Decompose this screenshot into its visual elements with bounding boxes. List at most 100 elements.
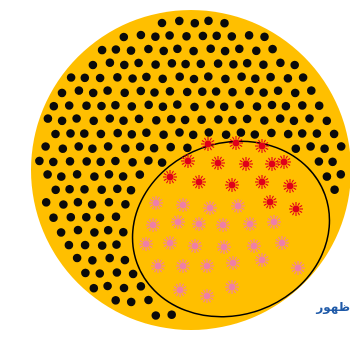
black-dot xyxy=(159,130,168,139)
black-dot xyxy=(173,45,182,54)
black-dot xyxy=(96,74,105,83)
black-dot xyxy=(144,45,153,54)
black-dot xyxy=(305,114,314,123)
black-dot xyxy=(274,86,283,95)
black-dot xyxy=(290,117,299,126)
black-dot xyxy=(299,73,308,82)
black-dot xyxy=(298,129,307,138)
black-dot xyxy=(284,130,293,139)
black-dot xyxy=(337,142,346,151)
black-dot xyxy=(89,89,98,98)
black-dot xyxy=(151,32,160,41)
black-dot xyxy=(167,310,176,319)
black-dot xyxy=(175,128,184,137)
black-dot xyxy=(112,45,121,54)
black-dot xyxy=(166,143,175,152)
black-dot xyxy=(59,144,68,153)
black-dot xyxy=(221,75,230,84)
black-dot xyxy=(103,282,112,291)
black-dot xyxy=(137,31,146,40)
black-dot xyxy=(175,72,184,81)
black-dot xyxy=(268,101,277,110)
caption-label: ظهور xyxy=(316,300,350,314)
black-dot xyxy=(245,87,254,96)
black-dot xyxy=(222,130,231,139)
black-dot xyxy=(111,157,120,166)
black-dot xyxy=(121,144,130,153)
black-dot xyxy=(323,117,332,126)
black-dot xyxy=(144,101,153,110)
black-dot xyxy=(182,32,191,41)
black-dot xyxy=(152,311,161,320)
black-dot xyxy=(105,254,114,263)
black-dot xyxy=(298,101,307,110)
black-dot xyxy=(190,103,199,112)
black-dot xyxy=(74,142,83,151)
black-dot xyxy=(197,60,206,69)
black-dot xyxy=(113,73,122,82)
black-dot xyxy=(97,130,106,139)
black-dot xyxy=(49,213,58,222)
black-dot xyxy=(251,130,260,139)
black-dot xyxy=(152,116,161,125)
black-dot xyxy=(136,170,145,179)
black-dot xyxy=(144,156,153,165)
black-dot xyxy=(214,115,223,124)
black-dot xyxy=(81,74,90,83)
black-dot xyxy=(96,158,105,167)
black-dot xyxy=(328,158,337,167)
black-dot xyxy=(90,172,99,181)
black-dot xyxy=(98,46,107,55)
black-dot xyxy=(198,87,207,96)
black-dot xyxy=(112,240,121,249)
black-dot xyxy=(142,73,151,82)
black-dot xyxy=(291,89,300,98)
black-dot xyxy=(44,114,53,123)
black-dot xyxy=(167,115,176,124)
black-dot xyxy=(82,157,91,166)
black-dot xyxy=(41,142,50,151)
black-dot xyxy=(128,74,137,83)
black-dot xyxy=(151,60,160,69)
black-dot xyxy=(59,200,68,209)
black-dot xyxy=(119,116,128,125)
black-dot xyxy=(315,157,324,166)
black-dot xyxy=(197,115,206,124)
black-dot xyxy=(181,60,190,69)
black-dot xyxy=(120,33,129,42)
black-dot xyxy=(127,186,136,195)
black-dot xyxy=(90,228,99,237)
black-dot xyxy=(189,131,198,140)
black-dot xyxy=(58,89,67,98)
black-dot xyxy=(88,144,97,153)
black-dot xyxy=(330,130,339,139)
black-dot xyxy=(65,241,74,250)
black-dot xyxy=(75,86,84,95)
black-dot xyxy=(121,256,130,265)
black-dot xyxy=(237,128,246,137)
black-dot xyxy=(57,228,66,237)
black-dot xyxy=(276,114,285,123)
black-dot xyxy=(81,241,90,250)
black-dot xyxy=(81,269,90,278)
black-dot xyxy=(260,116,269,125)
black-dot xyxy=(65,185,74,194)
black-dot xyxy=(243,59,252,68)
black-dot xyxy=(67,73,76,82)
black-dot xyxy=(212,32,221,41)
black-dot xyxy=(111,296,120,305)
black-dot xyxy=(97,185,106,194)
black-dot xyxy=(290,61,299,70)
black-dot xyxy=(228,88,237,97)
black-dot xyxy=(159,102,168,111)
black-dot xyxy=(127,298,136,307)
black-dot xyxy=(173,100,182,109)
black-dot xyxy=(284,74,293,83)
black-dot xyxy=(74,198,83,207)
black-dot xyxy=(88,200,97,209)
black-dot xyxy=(106,58,115,67)
black-dot xyxy=(228,32,237,41)
black-dot xyxy=(166,87,175,96)
black-dot xyxy=(72,114,81,123)
